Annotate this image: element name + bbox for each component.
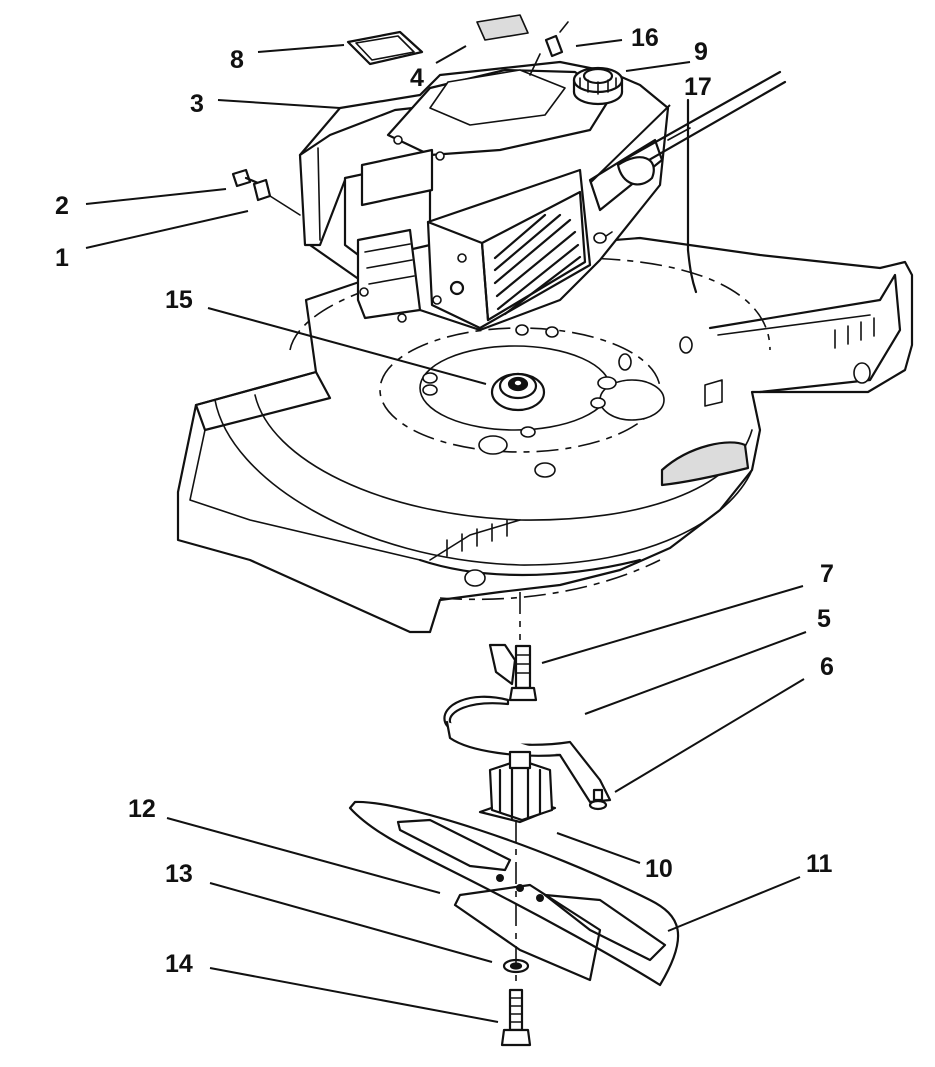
callout-12: 12 [128,795,156,823]
mower-deck [176,236,914,634]
callout-8: 8 [230,46,244,74]
muffler-guard [426,168,592,330]
callout-14: 14 [165,950,193,978]
callout-11: 11 [806,850,833,878]
callout-6: 6 [820,653,834,681]
callout-16: 16 [631,24,659,52]
callout-13: 13 [165,860,193,888]
callout-17: 17 [684,73,712,101]
adapter-10 [478,750,557,824]
callout-5: 5 [817,605,831,633]
bracket-5 [443,643,612,804]
callout-3: 3 [190,90,204,118]
gasket-8 [346,30,424,66]
screw-2 [231,168,260,188]
callout-7: 7 [820,560,834,588]
plate-4 [476,14,529,41]
callout-2: 2 [55,192,69,220]
callout-labels: 1 2 3 4 5 6 7 8 9 10 11 12 13 14 15 16 1… [55,24,834,978]
callout-9: 9 [694,38,708,66]
engine-assembly [298,60,787,332]
pulley-15 [490,372,546,412]
bolt-7 [508,644,538,702]
blade-11 [348,800,680,987]
blade-bolt-14 [500,988,532,1047]
clip-1 [252,178,301,216]
spark-wire-16 [529,21,569,76]
callout-15: 15 [165,286,193,314]
deck-bolt-holes [422,324,693,478]
bolt-6 [588,788,608,811]
leader-lines [85,39,807,1023]
callout-4: 4 [410,64,424,92]
fuel-cap-9 [572,66,624,106]
callout-1: 1 [55,244,69,272]
callout-10: 10 [645,855,673,883]
